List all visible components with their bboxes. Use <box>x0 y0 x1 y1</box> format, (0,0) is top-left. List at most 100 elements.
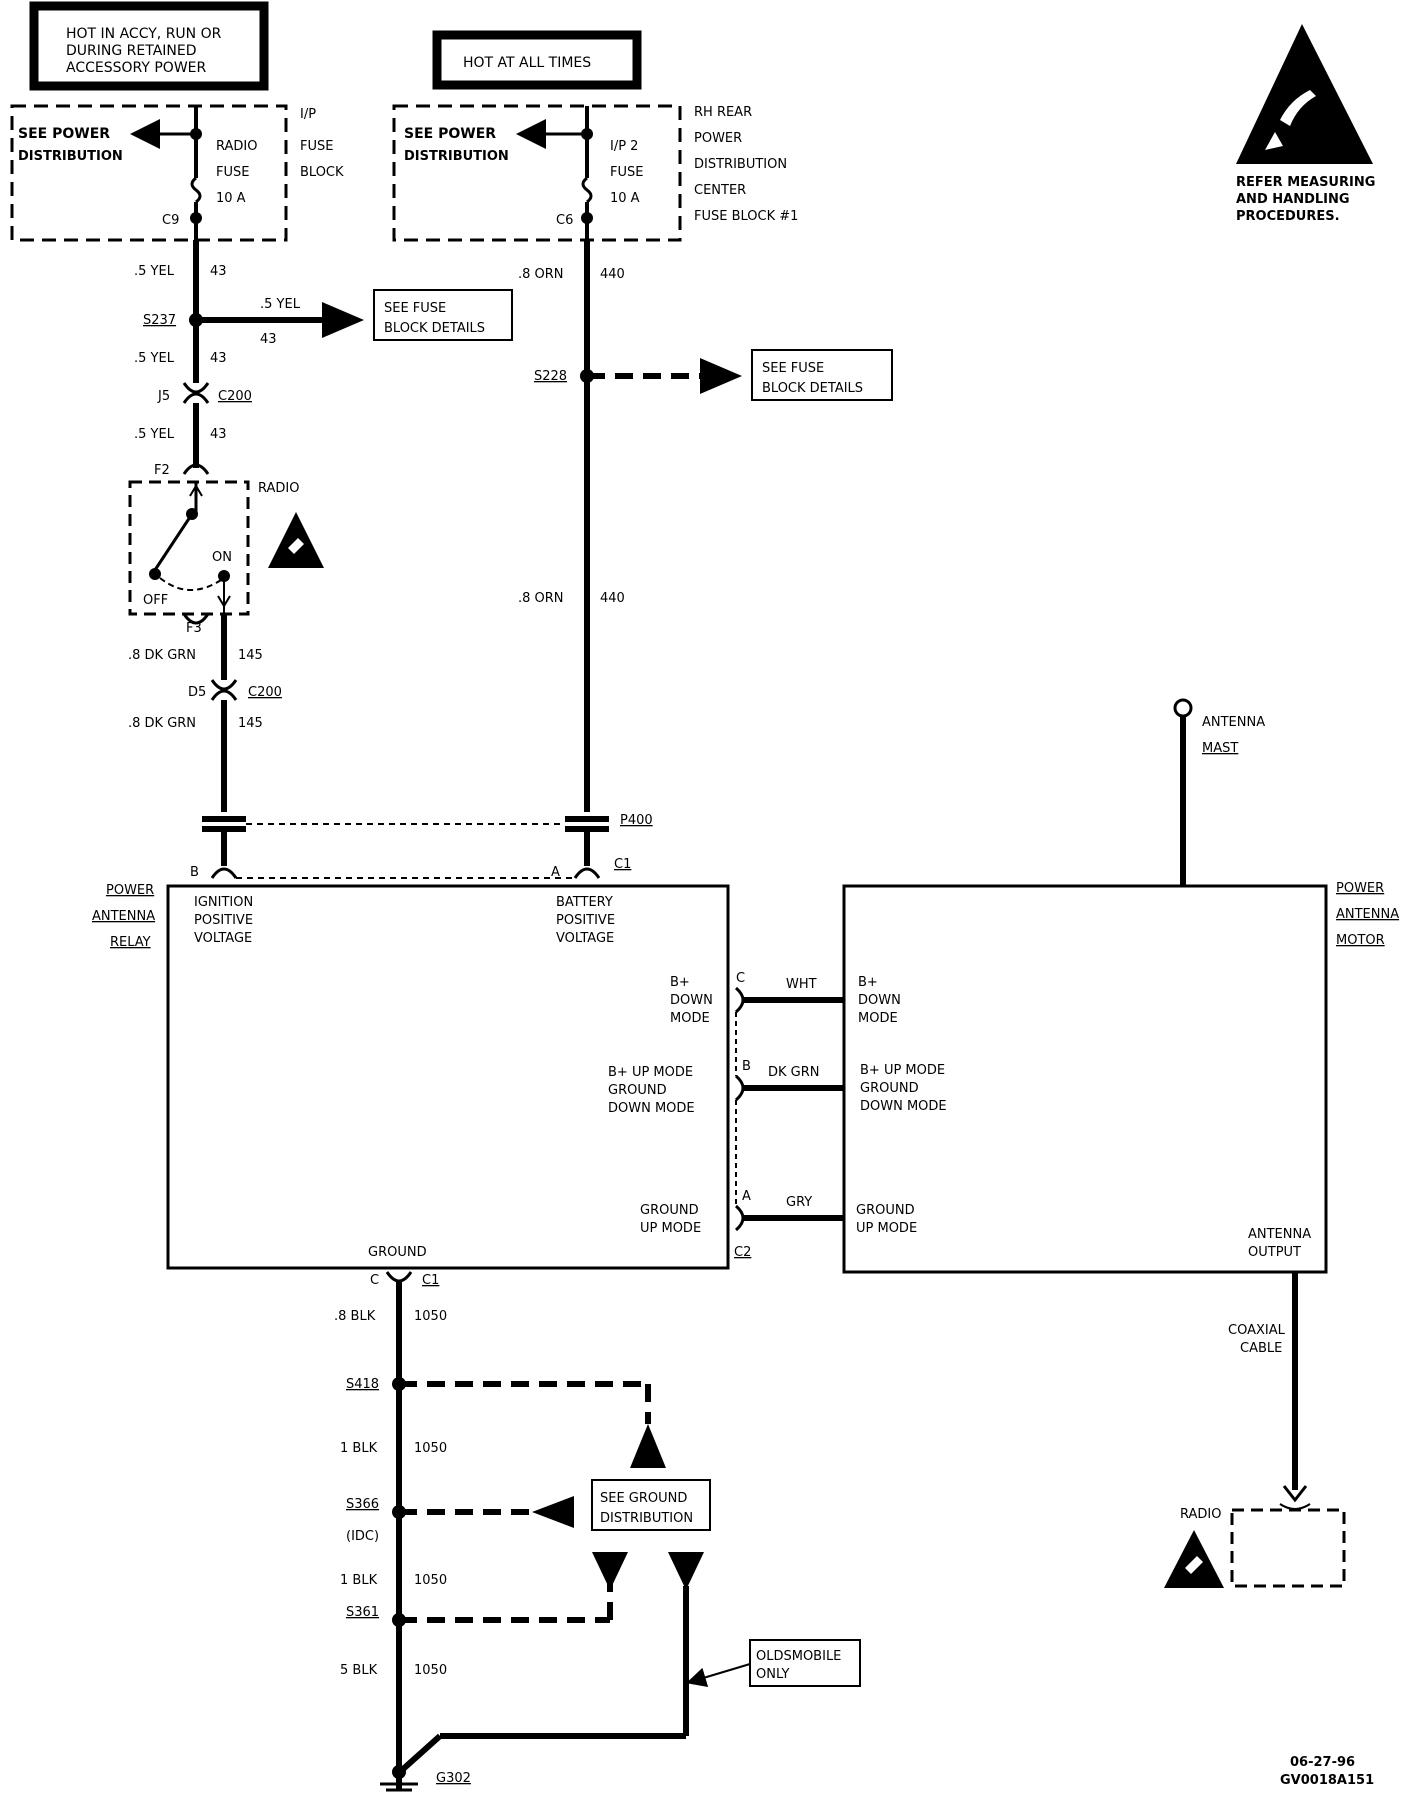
rh-name-4: CENTER <box>694 183 746 198</box>
relay-batt-2: POSITIVE <box>556 913 615 928</box>
rh-fuse-label-1: I/P 2 <box>610 139 638 154</box>
c200-label-2: C200 <box>248 685 282 700</box>
relay-term3-2: UP MODE <box>640 1221 701 1236</box>
mast-label-2: MAST <box>1202 741 1238 756</box>
rh-name-1: RH REAR <box>694 105 752 120</box>
right-fuse-details-1: SEE FUSE <box>762 361 824 376</box>
coax-cable: COAXIAL CABLE RADIO <box>1164 1272 1346 1588</box>
mast-label-1: ANTENNA <box>1202 715 1265 730</box>
motor-term2-3: DOWN MODE <box>860 1099 947 1114</box>
left-wire3-color: .5 YEL <box>134 427 175 442</box>
hot-all-times-box: HOT AT ALL TIMES <box>432 30 642 90</box>
g302-label: G302 <box>436 1771 471 1786</box>
coax-radio-label: RADIO <box>1180 1507 1221 1522</box>
gnd-wire1-num: 1050 <box>414 1309 447 1324</box>
motor-term3-2: UP MODE <box>856 1221 917 1236</box>
relay-pin-a-right: A <box>742 1189 751 1204</box>
rh-name-2: POWER <box>694 131 742 146</box>
right-circuit: .8 ORN 440 S228 SEE FUSE BLOCK DETAILS .… <box>518 240 893 812</box>
rh-rear-fuse-block: SEE POWER DISTRIBUTION I/P 2 FUSE 10 A C… <box>392 104 682 242</box>
hot-accy-line3: ACCESSORY POWER <box>66 60 207 76</box>
left-wire1-color: .5 YEL <box>134 264 175 279</box>
motor-output-1: ANTENNA <box>1248 1227 1311 1242</box>
gnd-wire4-num: 1050 <box>414 1663 447 1678</box>
radio-pin-f3: F3 <box>186 621 202 636</box>
gnd-wire3-color: 1 BLK <box>340 1573 378 1588</box>
p400-connector: P400 B A C1 <box>190 813 653 880</box>
rh-fuse-label-2: FUSE <box>610 165 643 180</box>
gnd-wire3-num: 1050 <box>414 1573 447 1588</box>
antenna-mast: ANTENNA MAST <box>1173 698 1265 886</box>
radio-switch: RADIO ON OFF <box>128 480 299 616</box>
power-antenna-relay: IGNITION POSITIVE VOLTAGE BATTERY POSITI… <box>166 884 730 1270</box>
relay-pin-c-right: C <box>736 971 745 986</box>
motor-term1-2: DOWN <box>858 993 901 1008</box>
footer-date: 06-27-96 <box>1290 1755 1355 1770</box>
wire-gry: GRY <box>786 1195 812 1210</box>
relay-pin-c: C <box>370 1273 379 1288</box>
ip-see-power-2: DISTRIBUTION <box>18 149 123 164</box>
ip-fuse-label-1: RADIO <box>216 139 257 154</box>
ip-block-name-3: BLOCK <box>300 165 344 180</box>
c200-label-1: C200 <box>218 389 252 404</box>
relay-term1-3: MODE <box>670 1011 710 1026</box>
idc-label: (IDC) <box>346 1529 379 1544</box>
relay-term2-2: GROUND <box>608 1083 667 1098</box>
footer-code: GV0018A151 <box>1280 1773 1374 1788</box>
relay-c1-top: C1 <box>614 857 631 872</box>
s361-label: S361 <box>346 1605 379 1620</box>
esd-notice-line3: PROCEDURES. <box>1236 209 1340 224</box>
ground-circuit: C C1 .8 BLK 1050 S418 1 BLK 1050 S366 (I… <box>334 1271 861 1792</box>
p400-label: P400 <box>620 813 653 828</box>
coax-label-1: COAXIAL <box>1228 1323 1286 1338</box>
left-circuit: .5 YEL 43 S237 .5 YEL 43 SEE FUSE BLOCK … <box>134 240 513 478</box>
relay-term3-1: GROUND <box>640 1203 699 1218</box>
left-wire4-num: 145 <box>238 648 263 663</box>
esd-warning-icon <box>1236 24 1373 164</box>
radio-on-label: ON <box>212 550 232 565</box>
see-ground-2: DISTRIBUTION <box>600 1511 693 1526</box>
see-ground-1: SEE GROUND <box>600 1491 687 1506</box>
s237-branch-num: 43 <box>260 332 277 347</box>
rh-connector: C6 <box>556 213 573 228</box>
wire-dk-grn: DK GRN <box>768 1065 820 1080</box>
relay-term2-3: DOWN MODE <box>608 1101 695 1116</box>
ip-fuse-block: SEE POWER DISTRIBUTION RADIO FUSE 10 A C… <box>10 104 288 242</box>
s418-label: S418 <box>346 1377 379 1392</box>
hot-accy-line2: DURING RETAINED <box>66 43 197 59</box>
left-wire3-num: 43 <box>210 427 227 442</box>
relay-term2-1: B+ UP MODE <box>608 1065 693 1080</box>
right-fuse-details-2: BLOCK DETAILS <box>762 381 863 396</box>
left-wire5-color: .8 DK GRN <box>128 716 196 731</box>
esd-notice-line1: REFER MEASURING <box>1236 175 1375 190</box>
radio-esd-icon <box>268 512 324 568</box>
gnd-wire2-num: 1050 <box>414 1441 447 1456</box>
motor-name-3: MOTOR <box>1336 933 1385 948</box>
s366-label: S366 <box>346 1497 379 1512</box>
hot-accy-box: HOT IN ACCY, RUN OR DURING RETAINED ACCE… <box>29 1 269 91</box>
rh-fuse-label-3: 10 A <box>610 191 640 206</box>
ip-fuse-label-3: 10 A <box>216 191 246 206</box>
olds-only-2: ONLY <box>756 1667 789 1682</box>
right-wire1-color: .8 ORN <box>518 267 564 282</box>
rh-name-5: FUSE BLOCK #1 <box>694 209 798 224</box>
wire-wht: WHT <box>786 977 817 992</box>
olds-only-1: OLDSMOBILE <box>756 1649 841 1664</box>
relay-ign-1: IGNITION <box>194 895 253 910</box>
motor-name-2: ANTENNA <box>1336 907 1399 922</box>
rh-see-power-2: DISTRIBUTION <box>404 149 509 164</box>
motor-term2-2: GROUND <box>860 1081 919 1096</box>
left-fuse-details-1: SEE FUSE <box>384 301 446 316</box>
left-wire5-num: 145 <box>238 716 263 731</box>
left-wire2-num: 43 <box>210 351 227 366</box>
left-wire2-color: .5 YEL <box>134 351 175 366</box>
s237-label: S237 <box>143 313 176 328</box>
relay-pin-a: A <box>551 865 560 880</box>
ip-connector: C9 <box>162 213 179 228</box>
relay-term1-1: B+ <box>670 975 690 990</box>
d5-label: D5 <box>188 685 206 700</box>
motor-term1-1: B+ <box>858 975 878 990</box>
ip-fuse-label-2: FUSE <box>216 165 249 180</box>
relay-ign-2: POSITIVE <box>194 913 253 928</box>
